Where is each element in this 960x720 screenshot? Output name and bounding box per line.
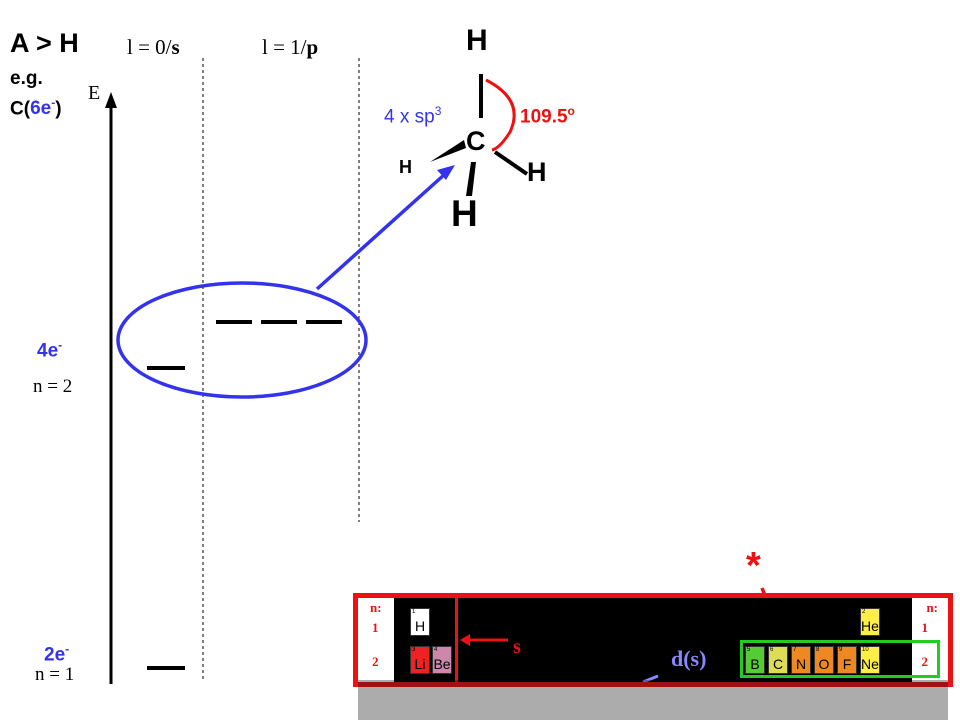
s-block-divider [455,598,458,682]
element-symbol: He [861,618,879,634]
s-arrowhead [460,634,470,646]
element-symbol: H [414,618,426,634]
n1-electrons: 2e [44,644,66,666]
p-block-highlight [740,640,940,678]
hydrogen-bottom: H [451,193,478,234]
s-column-prefix: l = 0/ [127,35,172,59]
bond-angle-label: 109.5o [520,104,575,128]
n1-level-label: n = 1 [35,664,75,685]
element-symbol: Ne [861,656,879,672]
hybridization-sup: 3 [434,104,442,118]
energy-axis-label: E [88,82,101,104]
element-number: 4 [434,647,438,653]
bond-angle-degree: o [567,104,575,118]
hybridization-label: 4 x sp3 [384,104,441,128]
element-symbol: B [750,656,760,672]
row-label-panel-left [358,598,394,682]
electron-charge: - [51,96,56,110]
bond-bottom-wedge [466,162,476,196]
s-column-letter: s [171,35,180,59]
element-number: 3 [412,647,416,653]
n-header-right: n: [926,600,938,615]
n2-electron-count: 4e- [37,338,62,362]
n-header-left: n: [370,600,382,615]
page-title: A > H [10,28,79,58]
periodic-table-reflection [358,680,948,720]
n1-electron-count: 2e- [44,642,69,666]
element-symbol: Be [433,656,451,672]
element-number: 1 [412,609,416,615]
example-atom: C(6e-) [10,96,62,120]
p-column-label: l = 1/p [262,35,318,60]
element-number: 9 [839,647,843,653]
hydrogen-left: H [399,157,412,177]
star-marker: * [746,545,761,587]
element-number: 8 [816,647,820,653]
n2-electrons-sup: - [58,338,63,352]
row-label-right-2: 2 [921,654,929,669]
hybridization-arrow [315,172,447,291]
element-number: 7 [793,647,797,653]
element-number: 2 [862,609,866,615]
hybridization-text: 4 x sp [384,106,435,128]
element-symbol: C [772,656,784,672]
electron-count-value: 6e [30,98,52,120]
n2-level-label: n = 2 [33,376,73,397]
energy-axis-arrowhead [105,92,117,108]
element-number: 10 [862,647,869,653]
row-label-left-2: 2 [372,654,379,669]
element-symbol: O [818,656,830,672]
bond-angle-value: 109.5 [520,106,568,128]
hydrogen-top: H [466,24,488,57]
periodic-table-arrows [460,634,659,682]
ds-arrow [642,674,659,682]
p-column-prefix: l = 1/ [262,35,307,59]
carbon-atom: C [466,126,486,156]
n2-orbitals-ellipse [116,281,368,399]
atom-close: ) [55,98,62,120]
element-symbol: Li [414,656,426,672]
atom-open: C( [10,98,31,120]
electron-count: 6e- [30,96,56,120]
example-prefix: e.g. [10,68,43,89]
bond-angle-arc [485,78,516,152]
s-block-label: s [513,636,521,658]
element-number: 6 [770,647,774,653]
row-label-right-1: 1 [921,620,929,635]
element-number: 5 [747,647,751,653]
s-column-label: l = 0/s [127,35,180,60]
n1-electrons-sup: - [65,642,70,656]
p-column-letter: p [306,35,319,59]
bond-left-wedge [430,140,466,162]
hybridization-arrowhead [437,165,455,180]
element-symbol: F [842,656,852,672]
row-label-left-1: 1 [372,620,379,635]
hydrogen-right: H [527,157,547,187]
bond-right [493,150,529,176]
element-symbol: N [795,656,807,672]
ds-block-label: d(s) [671,646,707,671]
n2-electrons: 4e [37,340,59,362]
